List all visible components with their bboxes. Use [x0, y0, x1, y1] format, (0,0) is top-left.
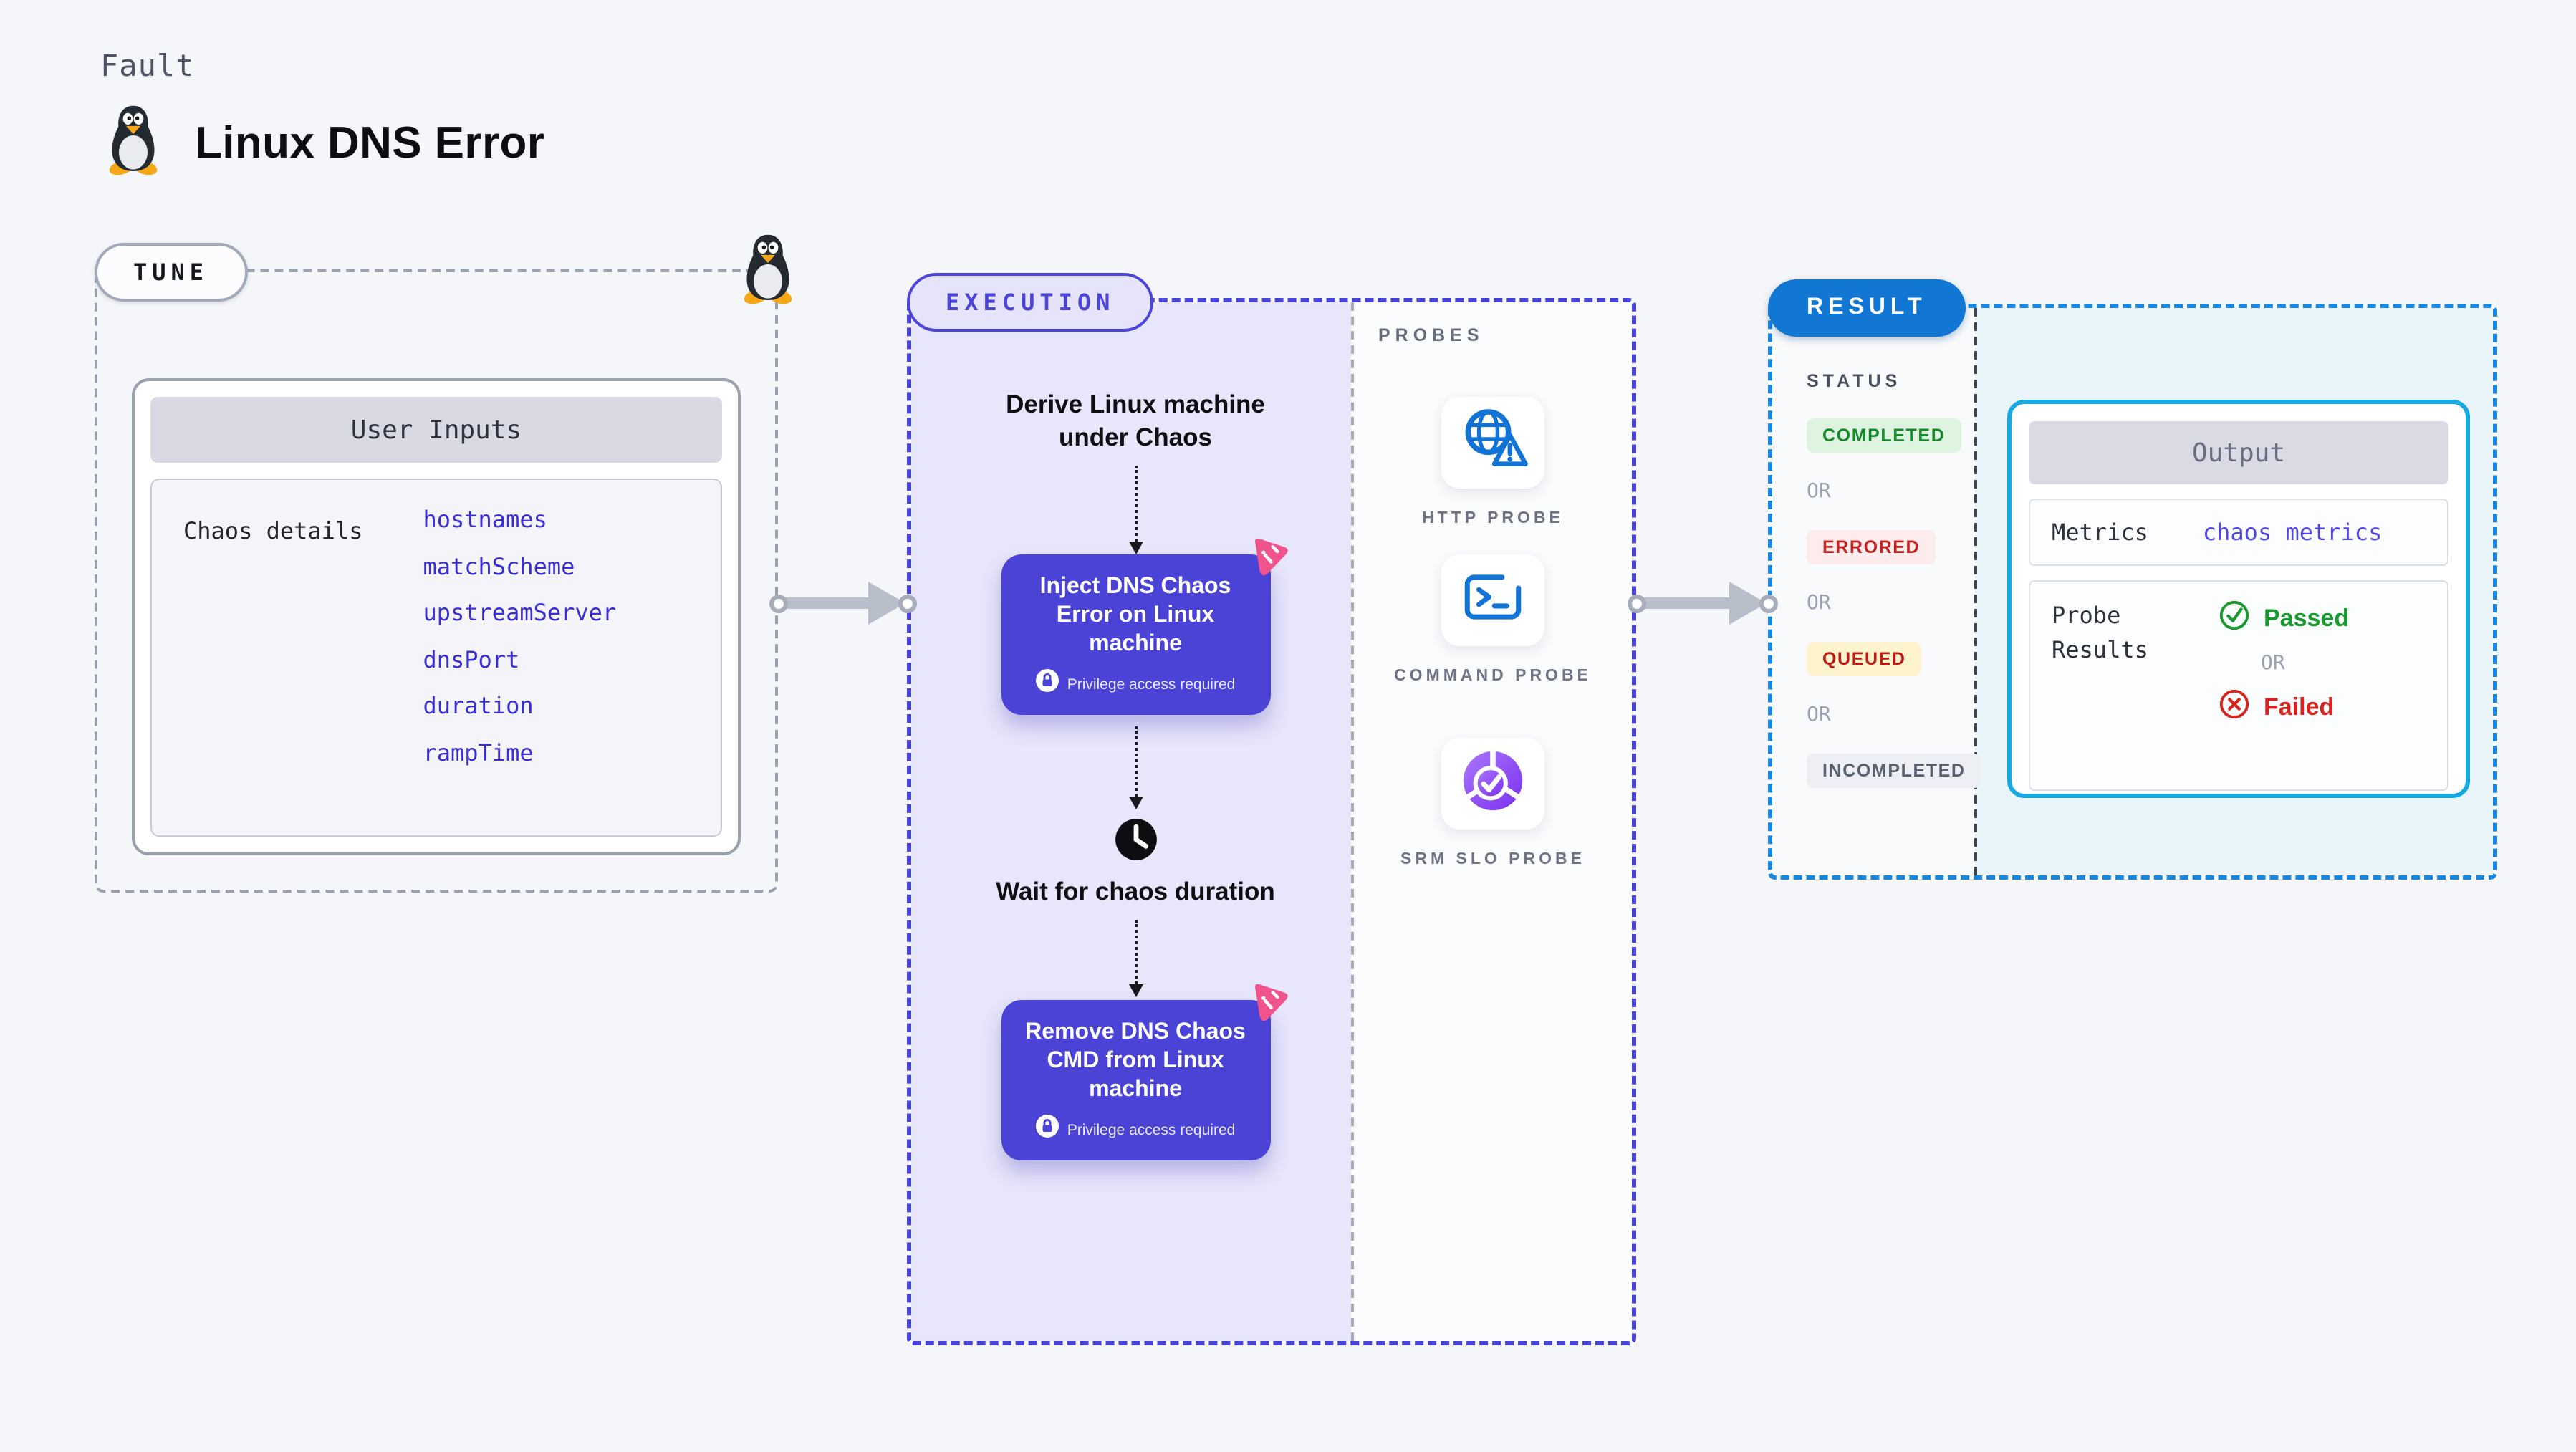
command-probe-card[interactable]: [1441, 554, 1544, 646]
connector-dot: [898, 594, 917, 612]
check-circle-icon: [2218, 599, 2251, 639]
result-section: RESULT STATUS COMPLETED OR ERRORED OR QU…: [1768, 279, 2497, 880]
probe-results-row: Probe Results Passed OR: [2029, 580, 2448, 791]
privilege-row: Privilege access required: [1012, 1115, 1259, 1145]
chaos-hub-badge-icon: [1242, 976, 1292, 1027]
globe-alert-icon: [1456, 402, 1530, 484]
http-probe-card[interactable]: [1441, 397, 1544, 489]
chaos-hub-badge-icon: [1242, 531, 1292, 581]
flow-arrow-down: [1128, 726, 1143, 810]
chaos-metrics-link[interactable]: chaos metrics: [2202, 519, 2383, 546]
probes-label: PROBES: [1378, 325, 1484, 345]
arrow-shaft: [1642, 597, 1734, 609]
status-badge-queued: QUEUED: [1807, 642, 1922, 676]
tune-section: TUNE User Inputs Chaos details hostnames: [95, 234, 792, 893]
clock-icon: [1111, 815, 1160, 864]
arrow-shaft: [784, 597, 873, 609]
result-section-label: RESULT: [1768, 279, 1966, 337]
probe-results-label: Probe Results: [2052, 602, 2148, 663]
user-inputs-card: User Inputs Chaos details hostnames matc…: [132, 378, 741, 855]
status-badge-errored: ERRORED: [1807, 530, 1936, 564]
lock-icon: [1035, 1115, 1059, 1145]
tux-penguin-corner-icon: [738, 232, 798, 304]
probes-panel: PROBES HTTP P: [1351, 302, 1632, 1341]
status-badge-incompleted: INCOMPLETED: [1807, 754, 1981, 788]
inject-node-title: Inject DNS Chaos Error on Linux machine: [1039, 574, 1231, 657]
page-title: Linux DNS Error: [195, 117, 545, 167]
remove-dns-chaos-node[interactable]: Remove DNS Chaos CMD from Linux machine …: [1001, 984, 1287, 1161]
flow-arrow-down: [1128, 466, 1143, 555]
metrics-label: Metrics: [2052, 519, 2148, 546]
or-separator: OR: [1807, 480, 1831, 503]
srm-slo-probe-card[interactable]: [1441, 738, 1544, 830]
wait-step-text: Wait for chaos duration: [996, 877, 1275, 906]
execution-section-label: EXECUTION: [907, 273, 1154, 332]
passed-label: Passed: [2264, 605, 2350, 632]
output-card: Output Metrics chaos metrics Probe Resul…: [2007, 400, 2470, 798]
connector-dot: [1628, 594, 1646, 612]
param-ramptime: rampTime: [423, 739, 534, 766]
flow-arrow-down: [1128, 920, 1143, 998]
tux-penguin-icon: [103, 103, 163, 182]
user-inputs-title: User Inputs: [150, 397, 722, 463]
or-separator: OR: [1807, 703, 1831, 726]
status-label: STATUS: [1807, 371, 1902, 391]
param-upstreamserver: upstreamServer: [423, 599, 617, 626]
result-divider: [1974, 308, 1977, 875]
probe-item-http: HTTP PROBE: [1354, 397, 1632, 532]
user-inputs-body: Chaos details hostnames matchScheme upst…: [150, 479, 722, 837]
command-probe-label: COMMAND PROBE: [1394, 668, 1592, 685]
srm-slo-probe-label: SRM SLO PROBE: [1400, 851, 1585, 868]
chaos-details-label: Chaos details: [183, 517, 363, 544]
terminal-icon: [1456, 559, 1530, 641]
output-title: Output: [2029, 421, 2448, 484]
http-probe-label: HTTP PROBE: [1422, 510, 1564, 527]
lock-icon: [1035, 669, 1059, 699]
param-dnsport: dnsPort: [423, 645, 520, 673]
privilege-text: Privilege access required: [1067, 675, 1236, 693]
tune-section-label: TUNE: [95, 243, 248, 302]
connector-dot: [1759, 594, 1778, 612]
tune-to-execution-arrow: [769, 582, 917, 625]
probe-item-srm-slo: SRM SLO PROBE: [1354, 738, 1632, 873]
param-matchscheme: matchScheme: [423, 552, 575, 580]
x-circle-icon: [2218, 688, 2251, 728]
inject-dns-chaos-node[interactable]: Inject DNS Chaos Error on Linux machine …: [1001, 539, 1287, 716]
failed-line: Failed: [2218, 688, 2349, 728]
page-header: Linux DNS Error: [103, 103, 544, 182]
chaos-params-list: hostnames matchScheme upstreamServer dns…: [423, 506, 616, 835]
param-hostnames: hostnames: [423, 506, 547, 533]
passed-line: Passed: [2218, 599, 2349, 639]
or-separator: OR: [2261, 652, 2285, 675]
page-kicker: Fault: [100, 49, 195, 83]
execution-flow: Derive Linux machine under Chaos Inject …: [911, 302, 1360, 1161]
execution-to-result-arrow: [1628, 582, 1778, 625]
metrics-row: Metrics chaos metrics: [2029, 499, 2448, 566]
connector-dot: [769, 594, 788, 612]
or-separator: OR: [1807, 592, 1831, 615]
probe-results-values: Passed OR Failed: [2218, 599, 2349, 772]
failed-label: Failed: [2264, 693, 2335, 721]
probe-item-command: COMMAND PROBE: [1354, 554, 1632, 690]
privilege-row: Privilege access required: [1012, 669, 1259, 699]
status-column: STATUS COMPLETED OR ERRORED OR QUEUED OR…: [1807, 371, 1981, 788]
remove-node-title: Remove DNS Chaos CMD from Linux machine: [1025, 1020, 1246, 1102]
status-badge-completed: COMPLETED: [1807, 418, 1961, 453]
execution-section: PROBES HTTP P: [907, 273, 1636, 1345]
slo-donut-check-icon: [1456, 743, 1530, 824]
privilege-text: Privilege access required: [1067, 1121, 1236, 1139]
derive-step-text: Derive Linux machine under Chaos: [1006, 390, 1265, 452]
param-duration: duration: [423, 692, 534, 719]
